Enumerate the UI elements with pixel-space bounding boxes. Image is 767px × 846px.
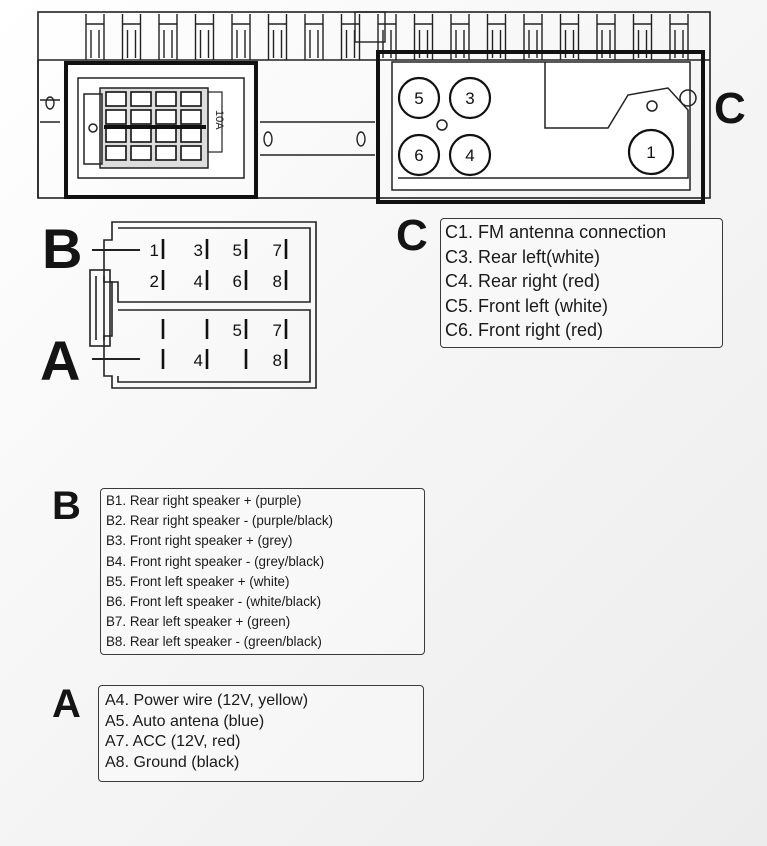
iso-pin-socket <box>155 145 177 161</box>
label-b-diagram: B <box>42 217 82 280</box>
legend-c-box: C1. FM antenna connection C3. Rear left(… <box>440 218 723 348</box>
legend-a-item: A4. Power wire (12V, yellow) <box>105 692 309 709</box>
connector-c-terminal-number: 6 <box>414 146 423 165</box>
legend-a-item: A7. ACC (12V, red) <box>105 733 241 751</box>
connector-c-terminal <box>448 76 492 120</box>
legend-a-box: A4. Power wire (12V, yellow) A5. Auto an… <box>98 685 424 782</box>
legend-a-item: A8. Ground (black) <box>105 753 240 771</box>
legend-b-box: B1. Rear right speaker + (purple) B2. Re… <box>100 488 425 655</box>
heatsink-fin <box>121 14 142 60</box>
iso-pin-socket <box>180 127 202 143</box>
iso-pin-socket <box>155 109 177 125</box>
legend-c-item: C4. Rear right (red) <box>445 271 601 291</box>
label-a-legend: A <box>52 682 81 726</box>
legend-b-item: B5. Front left speaker + (white) <box>106 573 290 589</box>
iso-marking-text: 10A <box>213 110 225 130</box>
label-c-side: C <box>396 211 428 260</box>
connector-c-terminal <box>627 128 675 176</box>
connector-c-terminal <box>397 76 441 120</box>
heatsink-fin <box>304 14 324 60</box>
iso-pin-socket <box>105 127 127 143</box>
iso-connector-housing: 10A <box>64 61 258 199</box>
iso-pin-socket <box>180 109 202 125</box>
iso-pin-socket <box>155 91 177 107</box>
legend-c-item: C5. Front left (white) <box>445 295 609 316</box>
legend-b-item: B7. Rear left speaker + (green) <box>106 614 291 630</box>
connector-c-terminal-number: 3 <box>465 89 474 108</box>
legend-c-item: C6. Front right (red) <box>445 320 604 340</box>
harness-pin-number: 2 <box>150 272 159 291</box>
connector-c-housing <box>376 50 705 204</box>
label-c-top: C <box>714 84 746 133</box>
connector-c-terminal-number: 1 <box>646 143 655 162</box>
legend-a-item: A5. Auto antena (blue) <box>105 712 265 730</box>
heatsink-fin <box>231 14 251 60</box>
heatsink-fin <box>267 14 288 60</box>
legend-b-item: B2. Rear right speaker - (purple/black) <box>106 513 333 529</box>
iso-pin-socket <box>130 127 152 143</box>
chassis-details <box>40 11 386 156</box>
iso-harness-outline <box>89 221 317 389</box>
legend-c-item: C3. Rear left(white) <box>445 246 601 267</box>
harness-pin-number: 1 <box>150 241 159 260</box>
heatsink-fin <box>340 14 361 60</box>
iso-pin-socket <box>180 91 202 107</box>
iso-pin-socket <box>180 145 202 161</box>
label-a-diagram: A <box>40 329 80 392</box>
harness-pin-number: 8 <box>273 351 282 370</box>
legend-b-item: B6. Front left speaker - (white/black) <box>106 594 322 610</box>
legend-b-item: B4. Front right speaker - (grey/black) <box>106 553 325 569</box>
harness-pin-number: 5 <box>233 321 242 340</box>
connector-c-terminal-number: 5 <box>414 89 423 108</box>
legend-b-item: B3. Front right speaker + (grey) <box>106 533 293 549</box>
harness-pin-number: 5 <box>233 241 242 260</box>
iso-pin-socket <box>130 145 152 161</box>
connector-c-terminal-number: 4 <box>465 146 474 165</box>
radio-rear-panel-diagram: 10A 5 3 6 4 1 C C B A 1 3 5 7 2 4 6 8 5 7 4 8 <box>37 11 746 392</box>
iso-pin-socket <box>130 109 152 125</box>
heatsink-fin <box>158 14 178 60</box>
harness-pin-number: 4 <box>194 351 203 370</box>
heatsink-fin <box>85 14 105 60</box>
harness-pin-number: 7 <box>273 241 282 260</box>
harness-pin-number: 8 <box>273 272 282 291</box>
harness-pin-number: 3 <box>194 241 203 260</box>
harness-pin-number: 7 <box>273 321 282 340</box>
legend-b-item: B1. Rear right speaker + (purple) <box>106 493 302 508</box>
iso-pin-socket <box>105 145 127 161</box>
harness-pin-number: 4 <box>194 272 203 291</box>
iso-pin-socket <box>155 127 177 143</box>
legend-c-item: C1. FM antenna connection <box>445 222 667 242</box>
label-b-legend: B <box>52 484 81 528</box>
connector-c-terminal <box>448 133 492 177</box>
connector-c-terminal <box>397 133 441 177</box>
harness-pin-number: 6 <box>233 272 242 291</box>
iso-pin-socket <box>105 91 127 107</box>
iso-pin-socket <box>130 91 152 107</box>
legend-b-item: B8. Rear left speaker - (green/black) <box>106 634 322 650</box>
heatsink-fin <box>194 14 215 60</box>
iso-pin-socket <box>105 109 127 125</box>
